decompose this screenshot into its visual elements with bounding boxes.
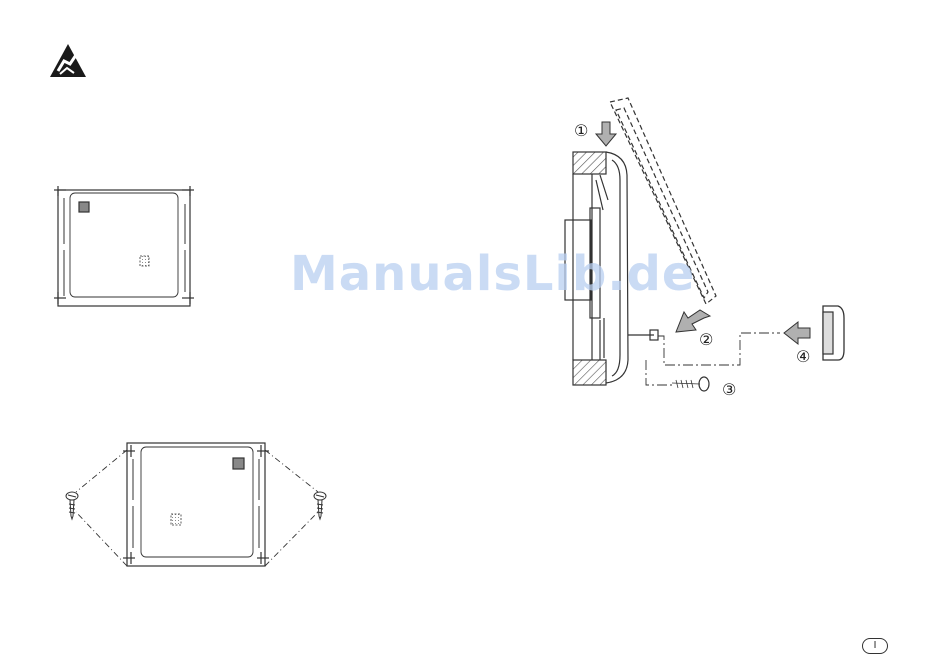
arrow-icon: [676, 310, 710, 332]
screw-icon: [314, 492, 326, 519]
panel-front-view-bottom: [76, 443, 318, 566]
arrow-icon: [784, 322, 810, 344]
step-1-label: ①: [574, 121, 588, 140]
page-marker: I: [862, 638, 888, 654]
step-4-label: ④: [796, 347, 810, 366]
step-3-label: ③: [722, 380, 736, 399]
esd-warning-icon: [50, 44, 86, 77]
arrow-icon: [596, 122, 616, 146]
watermark: ManualsLib.de: [290, 246, 695, 302]
screw-icon: [66, 492, 78, 519]
panel-front-view-top: [54, 186, 194, 306]
step-2-label: ②: [699, 330, 713, 349]
